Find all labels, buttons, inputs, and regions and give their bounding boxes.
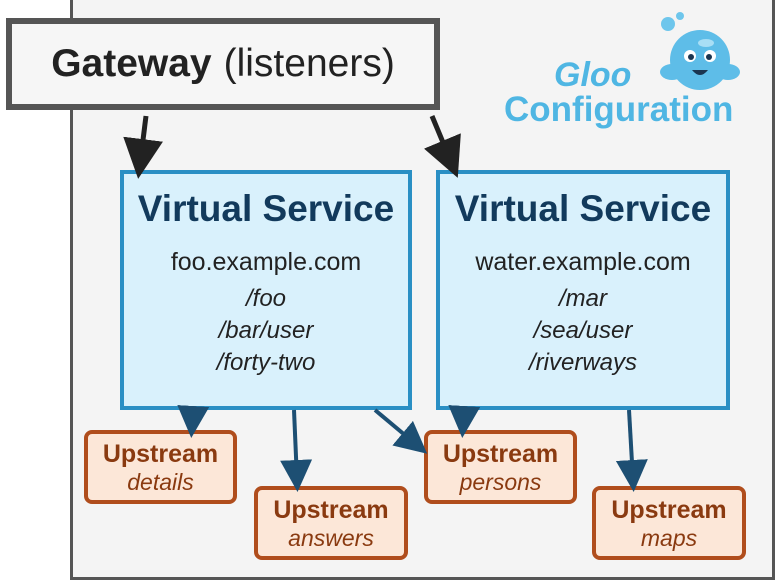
arrow-gateway-to-foo	[123, 115, 163, 179]
upstream-maps: Upstream maps	[592, 486, 746, 560]
upstream-name: maps	[640, 525, 698, 551]
route-item: /sea/user	[533, 317, 633, 344]
route-item: /foo	[245, 285, 287, 312]
brand-subtitle: Configuration	[504, 90, 734, 129]
upstream-name: answers	[288, 525, 374, 551]
upstream-name: persons	[459, 469, 542, 495]
virtual-service-domain: water.example.com	[475, 248, 691, 276]
arrow-water-to-persons	[448, 405, 481, 438]
upstream-name: details	[127, 469, 194, 495]
upstream-title: Upstream	[273, 496, 389, 524]
virtual-service-title: Virtual Service	[454, 188, 712, 229]
upstream-title: Upstream	[611, 496, 727, 524]
virtual-service-title: Virtual Service	[137, 188, 395, 229]
upstream-details: Upstream details	[84, 430, 237, 504]
arrow-water-to-maps	[615, 409, 648, 492]
gateway-box: Gateway (listeners)	[6, 18, 440, 110]
gateway-subtitle: (listeners)	[223, 42, 395, 85]
arrow-foo-to-details	[177, 405, 210, 438]
upstream-answers: Upstream answers	[254, 486, 408, 560]
route-item: /bar/user	[218, 317, 314, 344]
arrow-gateway-to-water	[423, 115, 461, 178]
upstream-title: Upstream	[442, 440, 559, 468]
upstream-persons: Upstream persons	[424, 430, 577, 504]
gloo-brand: Gloo Configuration	[498, 10, 768, 140]
route-item: /forty-two	[216, 349, 316, 376]
virtual-service-foo: Virtual Service foo.example.com /foo /ba…	[120, 170, 412, 410]
gloo-mascot-icon	[660, 12, 740, 90]
arrow-foo-to-answers	[280, 409, 313, 492]
brand-name: Gloo	[554, 56, 632, 94]
route-item: /riverways	[528, 349, 637, 376]
virtual-service-water: Virtual Service water.example.com /mar /…	[436, 170, 730, 410]
virtual-service-domain: foo.example.com	[170, 248, 362, 276]
gateway-title: Gateway	[51, 42, 212, 85]
upstream-title: Upstream	[102, 440, 219, 468]
arrow-foo-to-persons	[373, 408, 428, 454]
route-item: /mar	[559, 285, 607, 312]
